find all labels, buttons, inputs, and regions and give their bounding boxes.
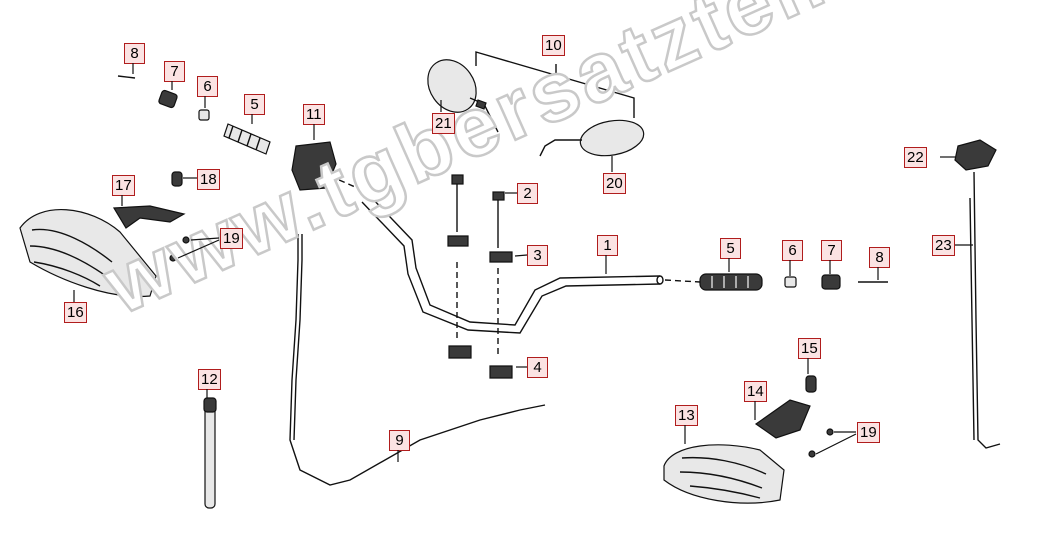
screw-15 xyxy=(805,375,817,393)
callout-13[interactable]: 13 xyxy=(675,405,698,426)
callout-6-right[interactable]: 6 xyxy=(782,240,803,261)
callout-16[interactable]: 16 xyxy=(64,302,87,323)
callout-21[interactable]: 21 xyxy=(432,113,455,134)
weight-7-right xyxy=(821,274,841,290)
callout-7-right[interactable]: 7 xyxy=(821,240,842,261)
callout-8-right[interactable]: 8 xyxy=(869,247,890,268)
callout-11[interactable]: 11 xyxy=(303,104,325,125)
callout-9[interactable]: 9 xyxy=(389,430,410,451)
weight-7-left xyxy=(158,89,178,109)
clamp-4a xyxy=(448,345,472,359)
bracket-17 xyxy=(112,205,186,229)
callout-19-left[interactable]: 19 xyxy=(220,228,243,249)
callout-18[interactable]: 18 xyxy=(197,169,220,190)
callout-15[interactable]: 15 xyxy=(798,338,821,359)
callout-5-right[interactable]: 5 xyxy=(720,238,741,259)
handlebar-1 xyxy=(361,195,664,334)
mirror-left xyxy=(427,59,499,133)
switch-11 xyxy=(291,141,337,191)
callout-2[interactable]: 2 xyxy=(517,183,538,204)
clamp-4b xyxy=(489,365,513,379)
callout-10-bracket xyxy=(475,51,635,118)
screw-8-left xyxy=(117,75,136,79)
handguard-16 xyxy=(19,209,157,298)
grip-5-left xyxy=(223,123,271,155)
callout-10[interactable]: 10 xyxy=(542,35,565,56)
bush-6-right xyxy=(784,276,797,288)
callout-22[interactable]: 22 xyxy=(904,147,927,168)
clamp-3a xyxy=(447,235,469,247)
callout-5-left[interactable]: 5 xyxy=(244,94,265,115)
callout-12[interactable]: 12 xyxy=(198,369,221,390)
screw-18 xyxy=(171,171,183,187)
cable-12 xyxy=(204,399,216,509)
bracket-14 xyxy=(754,399,811,439)
bush-6-left xyxy=(198,109,210,121)
callout-7-left[interactable]: 7 xyxy=(164,61,185,82)
callout-19-right[interactable]: 19 xyxy=(857,422,880,443)
mirror-right xyxy=(539,119,645,157)
callout-3[interactable]: 3 xyxy=(527,245,548,266)
callout-17[interactable]: 17 xyxy=(112,175,135,196)
cable-23 xyxy=(973,171,1001,449)
lever-22 xyxy=(954,139,997,171)
grip-5-right xyxy=(699,273,763,291)
callout-6-left[interactable]: 6 xyxy=(197,76,218,97)
clamp-3b xyxy=(489,251,513,263)
callout-4[interactable]: 4 xyxy=(527,357,548,378)
switch-leader xyxy=(329,175,363,191)
callout-20[interactable]: 20 xyxy=(603,173,626,194)
handguard-13 xyxy=(663,444,785,504)
callout-23[interactable]: 23 xyxy=(932,235,955,256)
callout-8-left[interactable]: 8 xyxy=(124,43,145,64)
cable-9 xyxy=(289,234,546,486)
callout-1[interactable]: 1 xyxy=(597,235,618,256)
callout-14[interactable]: 14 xyxy=(744,381,767,402)
